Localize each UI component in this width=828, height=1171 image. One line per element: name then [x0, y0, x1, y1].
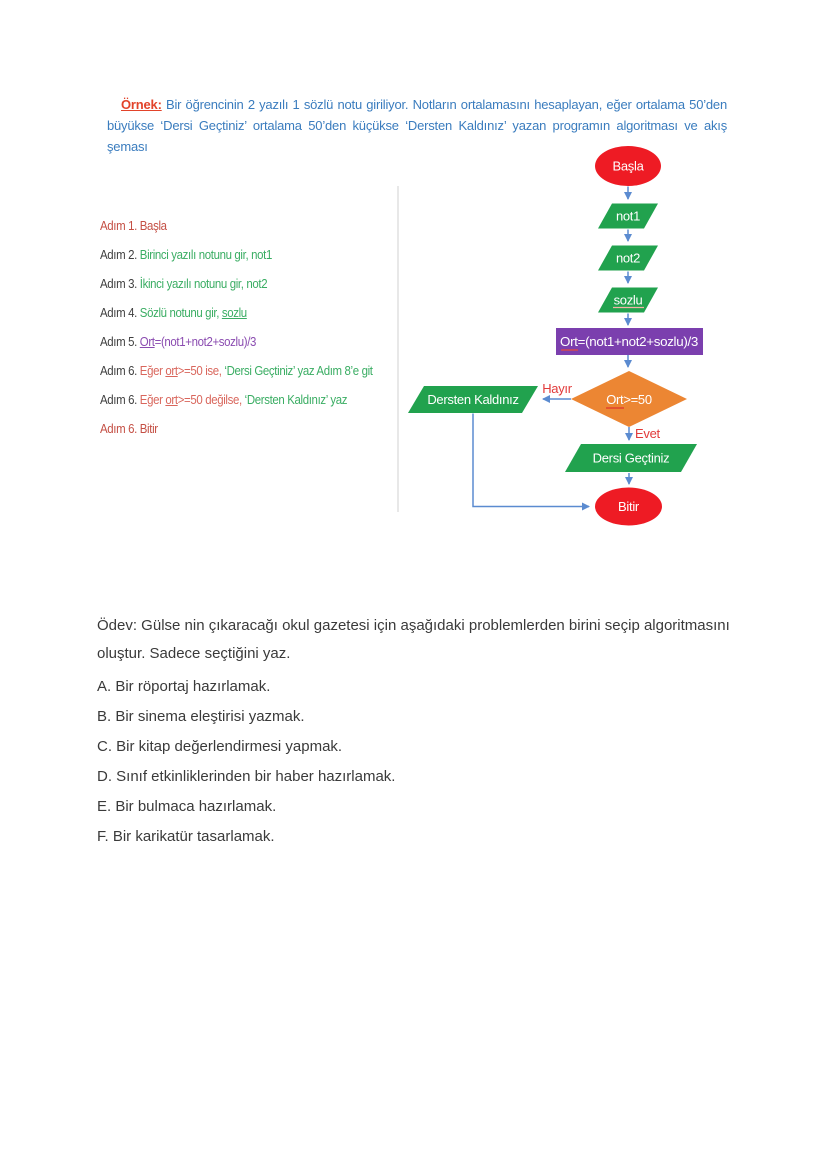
homework-options: A. Bir röportaj hazırlamak. B. Bir sinema… [97, 672, 765, 852]
node-dersi-label: Dersi Geçtiniz [593, 451, 670, 466]
step-segment: Adım 2. [100, 247, 140, 262]
step-segment: Adım 6. [100, 363, 140, 378]
step-segment: >=50 değilse, [177, 392, 245, 407]
node-basla-label: Başla [612, 159, 644, 174]
node-not2-label: not2 [616, 251, 640, 266]
node-not1-label: not1 [616, 209, 640, 224]
step-segment: >=50 ise, [177, 363, 225, 378]
elbow-connector [472, 413, 590, 511]
step-segment: ort [165, 363, 178, 378]
node-dersten-label: Dersten Kaldınız [427, 392, 518, 407]
flowchart-svg: Başla not1 not2 sozlu Ort=(not1+not2+soz… [397, 146, 703, 526]
node-decision [571, 371, 687, 427]
step-segment: Eğer [139, 392, 166, 407]
step-line: Adım 6. Bitir [100, 414, 373, 443]
step-segment: Adım 6. [100, 392, 140, 407]
homework-section: Ödev: Gülse nin çıkaracağı okul gazetesi… [97, 612, 765, 852]
step-segment: Adım 1. Başla [100, 218, 167, 233]
homework-intro: Ödev: Gülse nin çıkaracağı okul gazetesi… [97, 617, 730, 662]
node-not1 [598, 203, 658, 229]
step-segment: Adım 6. Bitir [100, 421, 158, 436]
node-basla [595, 146, 661, 186]
node-bitir [595, 487, 662, 526]
step-segment: Adım 3. [100, 276, 140, 291]
step-line: Adım 5. Ort=(not1+not2+sozlu)/3 [100, 327, 373, 356]
homework-option: F. Bir karikatür tasarlamak. [97, 828, 275, 845]
node-decision-label: Ort>=50 [606, 392, 652, 407]
homework-option: B. Bir sinema eleştirisi yazmak. [97, 708, 305, 725]
step-line: Adım 4. Sözlü notunu gir, sozlu [100, 298, 373, 327]
node-dersten [408, 386, 538, 413]
step-segment: Adım 5. [100, 334, 140, 349]
step-segment: ort [165, 392, 178, 407]
example-header: Örnek: Bir öğrencinin 2 yazılı 1 sözlü n… [107, 94, 727, 157]
step-line: Adım 1. Başla [100, 211, 373, 240]
homework-option: C. Bir kitap değerlendirmesi yapmak. [97, 738, 343, 755]
homework-option: A. Bir röportaj hazırlamak. [97, 678, 271, 695]
step-line: Adım 6. Eğer ort>=50 değilse, ‘Dersten K… [100, 385, 373, 414]
example-header-text: Bir öğrencinin 2 yazılı 1 sözlü notu gir… [107, 97, 727, 154]
step-segment: İkinci yazılı notunu gir, not2 [139, 276, 268, 291]
homework-option: D. Sınıf etkinliklerinden bir haber hazı… [97, 768, 396, 785]
node-sozlu-label: sozlu [614, 293, 643, 308]
node-bitir-label: Bitir [618, 499, 640, 514]
step-segment: sozlu [221, 305, 247, 320]
step-line: Adım 2. Birinci yazılı notunu gir, not1 [100, 240, 373, 269]
step-segment: ‘Dersten Kaldınız’ yaz [244, 392, 348, 407]
step-line: Adım 3. İkinci yazılı notunu gir, not2 [100, 269, 373, 298]
node-ort [556, 328, 703, 355]
step-segment: Eğer [139, 363, 166, 378]
step-segment: ‘Dersi Geçtiniz’ yaz Adım 8’e git [224, 363, 373, 378]
node-sozlu [598, 287, 658, 313]
step-line: Adım 6. Eğer ort>=50 ise, ‘Dersi Geçtini… [100, 356, 373, 385]
yes-edge-label: Evet [635, 426, 661, 441]
step-segment: Sözlü notunu gir, [139, 305, 222, 320]
step-segment: Birinci yazılı notunu gir, not1 [139, 247, 273, 262]
no-edge-label: Hayır [542, 381, 573, 396]
step-segment: Adım 4. [100, 305, 140, 320]
step-segment: Ort [139, 334, 155, 349]
node-ort-label: Ort=(not1+not2+sozlu)/3 [560, 334, 698, 349]
node-not2 [598, 245, 658, 271]
homework-option: E. Bir bulmaca hazırlamak. [97, 798, 277, 815]
step-segment: =(not1+not2+sozlu)/3 [154, 334, 257, 349]
ornek-label: Örnek: [121, 97, 162, 112]
node-dersi [565, 444, 697, 472]
